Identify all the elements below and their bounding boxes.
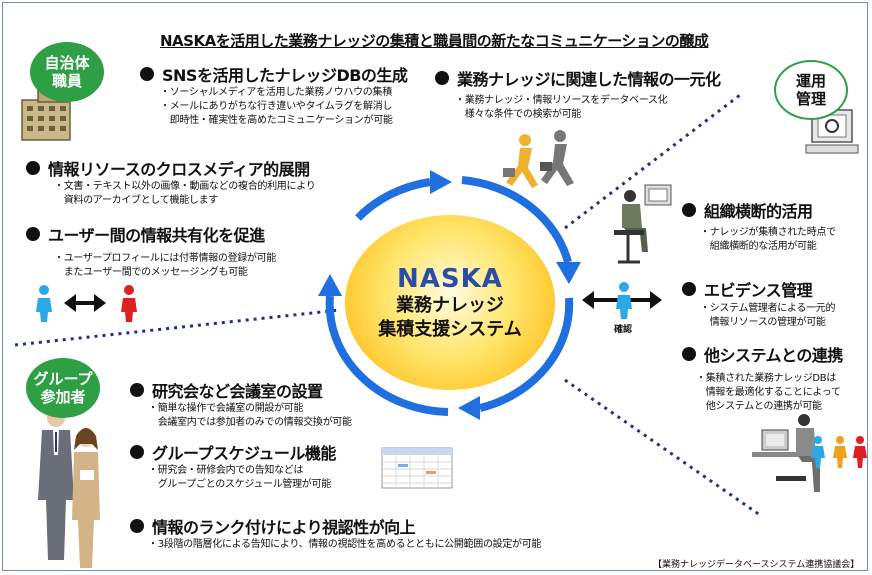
confirm-label: 確認 xyxy=(614,325,633,335)
feature-meeting-title: 研究会など会議室の設置 xyxy=(152,382,323,401)
center-name: NASKA xyxy=(397,263,503,294)
bullet-dot xyxy=(435,71,449,85)
bullet-dot xyxy=(140,67,154,81)
badge-municipal-staff: 自治体 職員 xyxy=(30,42,104,102)
feature-evidence-heading: エビデンス管理 xyxy=(682,277,813,301)
person-blue-left-icon xyxy=(36,285,52,322)
bullet-dot xyxy=(26,161,40,175)
center-circle: NASKA 業務ナレッジ 集積支援システム xyxy=(345,215,555,390)
badge-operation: 運用 管理 xyxy=(774,60,848,120)
feature-crossmedia-title: 情報リソースのクロスメディア的展開 xyxy=(48,160,310,179)
person-yellow-small-icon xyxy=(833,436,847,468)
feature-rank-desc: ・3段階の階層化による告知により、情報の視認性を高めるとともに公開範囲の設定が可… xyxy=(148,539,542,550)
feature-unify-heading: 業務ナレッジに関連した情報の一元化 xyxy=(435,66,721,90)
feature-schedule-title: グループスケジュール機能 xyxy=(152,444,336,463)
double-arrow-left-icon xyxy=(64,294,106,312)
feature-share-title: ユーザー間の情報共有化を促進 xyxy=(48,226,265,245)
feature-share-desc: ・ユーザープロフィールには付帯情報の登録が可能 またユーザー間でのメッセージング… xyxy=(54,253,277,278)
ring-arc-3 xyxy=(479,297,574,412)
bullet-dot xyxy=(682,347,696,361)
bullet-dot xyxy=(682,203,696,217)
feature-cross-org-title: 組織横断的活用 xyxy=(704,202,813,221)
feature-integration-heading: 他システムとの連携 xyxy=(682,342,843,366)
feature-crossmedia-heading: 情報リソースのクロスメディア的展開 xyxy=(26,156,310,180)
ring-arc-4 xyxy=(325,295,449,416)
feature-evidence-title: エビデンス管理 xyxy=(704,281,813,300)
person-red-icon xyxy=(121,285,137,322)
feature-rank-heading: 情報のランク付けにより視認性が向上 xyxy=(130,514,416,538)
bullet-dot xyxy=(130,445,144,459)
feature-integration-desc: ・集積された業務ナレッジDBは 情報を最適化することによって 他システムとの連携… xyxy=(696,373,841,412)
feature-unify-title: 業務ナレッジに関連した情報の一元化 xyxy=(457,70,721,89)
ring-arrowhead-1 xyxy=(430,170,452,194)
ring-arc-2 xyxy=(461,176,572,264)
person-red-small-icon xyxy=(853,436,867,468)
office-worker-icon xyxy=(614,184,672,264)
badge-group-participants: グループ 参加者 xyxy=(26,358,100,418)
feature-schedule-desc: ・研究会・研修会内での告知などは グループごとのスケジュール管理が可能 xyxy=(148,465,331,490)
running-person-gray-icon xyxy=(540,130,574,186)
ring-arc-1 xyxy=(355,178,431,221)
feature-crossmedia-desc: ・文書・テキスト以外の画像・動画などの複合的利用により 資料のアーカイブとして機… xyxy=(54,181,316,206)
bullet-dot xyxy=(130,519,144,533)
feature-sns-desc: ・ソーシャルメディアを活用した業務ノウハウの集積 ・メールにありがちな行き違いや… xyxy=(160,87,393,126)
bullet-dot xyxy=(130,383,144,397)
desk-worker-icon xyxy=(752,414,820,492)
feature-sns-heading: SNSを活用したナレッジDBの生成 xyxy=(140,62,408,86)
business-woman-icon xyxy=(72,428,100,568)
feature-cross-org-heading: 組織横断的活用 xyxy=(682,198,813,222)
feature-rank-title: 情報のランク付けにより視認性が向上 xyxy=(152,518,416,537)
feature-sns-title: SNSを活用したナレッジDBの生成 xyxy=(162,66,408,85)
building-icon xyxy=(21,89,71,141)
ring-arrowhead-4 xyxy=(318,274,342,296)
business-man-icon xyxy=(38,407,74,560)
feature-meeting-desc: ・簡単な操作で会議室の開設が可能 会議室内では参加者のみでの情報交換が可能 xyxy=(148,403,352,428)
feature-evidence-desc: ・システム管理者による一元的 情報リソースの管理が可能 xyxy=(700,303,836,328)
person-blue-small-icon xyxy=(811,436,825,468)
bullet-dot xyxy=(682,282,696,296)
bullet-dot xyxy=(26,227,40,241)
person-blue-right-icon xyxy=(616,282,632,319)
feature-integration-title: 他システムとの連携 xyxy=(704,346,843,365)
feature-share-heading: ユーザー間の情報共有化を促進 xyxy=(26,222,265,246)
ring-arrowhead-3 xyxy=(458,396,480,420)
schedule-thumbnail-icon xyxy=(381,447,453,489)
ring-arrowhead-2 xyxy=(556,262,581,284)
feature-meeting-heading: 研究会など会議室の設置 xyxy=(130,378,323,402)
center-line1: 業務ナレッジ xyxy=(396,294,504,316)
divider-left xyxy=(14,308,341,347)
running-person-yellow-icon xyxy=(503,134,538,188)
feature-unify-desc: ・業務ナレッジ・情報リソースをデータベース化 様々な条件での検索が可能 xyxy=(455,95,668,120)
footer-credit: 【業務ナレッジデータベースシステム連携協議会】 xyxy=(653,560,860,570)
center-line2: 集積支援システム xyxy=(378,318,522,340)
feature-cross-org-desc: ・ナレッジが集積された時点で 組織横断的な活用が可能 xyxy=(700,227,836,252)
feature-schedule-heading: グループスケジュール機能 xyxy=(130,440,336,464)
diagram-title: NASKAを活用した業務ナレッジの集積と職員間の新たなコミュニケーションの醸成 xyxy=(160,32,709,50)
